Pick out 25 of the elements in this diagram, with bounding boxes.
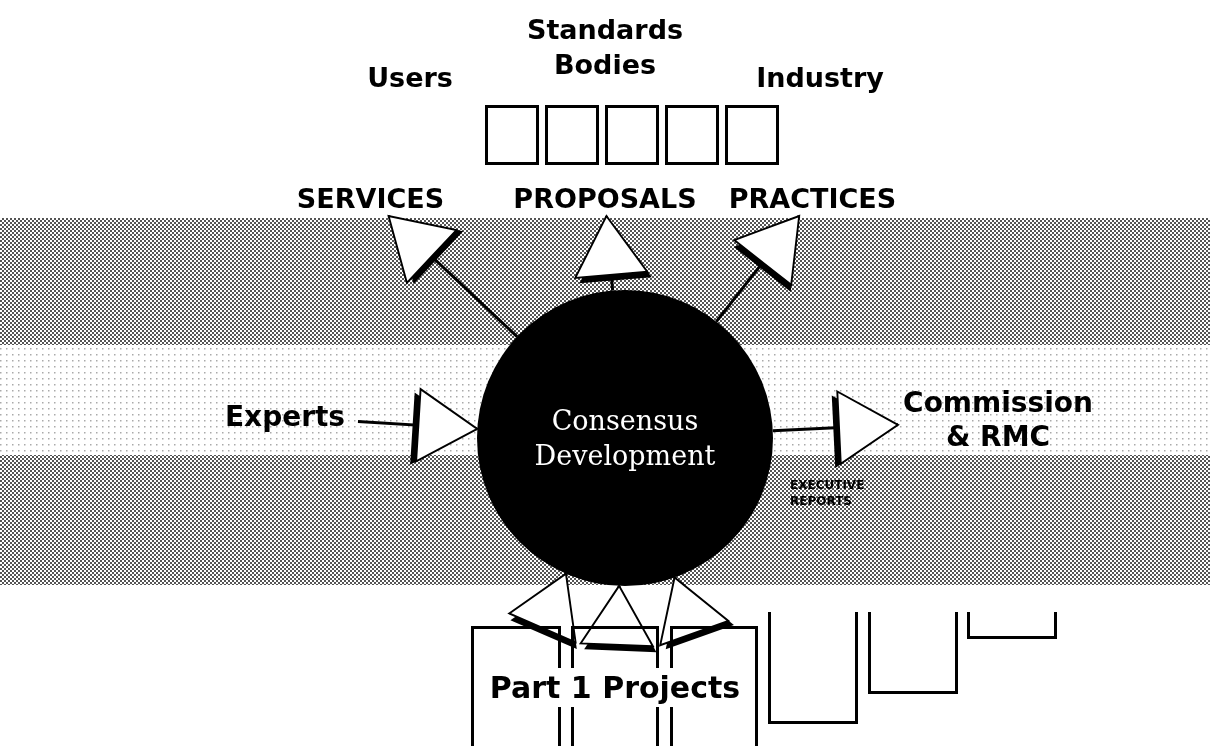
arrow xyxy=(715,215,801,323)
flow-label: Experts xyxy=(212,395,358,439)
flow-label: SERVICES xyxy=(283,182,458,216)
arrow xyxy=(387,214,519,338)
step-box xyxy=(768,612,858,724)
text-label: Industry xyxy=(755,61,885,95)
text-label: Users xyxy=(366,61,454,95)
arrow xyxy=(579,584,658,654)
step-box xyxy=(868,612,958,694)
empty-box xyxy=(725,105,779,165)
empty-box xyxy=(665,105,719,165)
empty-box xyxy=(545,105,599,165)
arrow xyxy=(574,215,653,291)
empty-box xyxy=(605,105,659,165)
arrow xyxy=(772,390,899,469)
flow-label: Commission & RMC xyxy=(898,375,1098,465)
step-box xyxy=(967,612,1057,639)
circle-label: Consensus Development xyxy=(533,403,717,473)
empty-box xyxy=(485,105,539,165)
arrow xyxy=(659,576,735,651)
flow-label: PRACTICES xyxy=(725,182,900,216)
flow-label: PROPOSALS xyxy=(490,182,720,216)
arrow xyxy=(508,572,578,650)
arrow xyxy=(357,388,479,466)
text-label: Standards Bodies xyxy=(525,13,685,83)
